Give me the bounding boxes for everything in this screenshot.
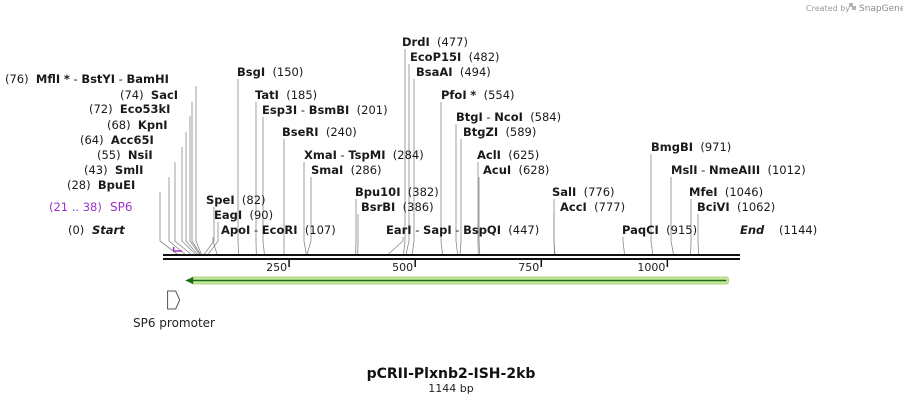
end-label: End (1144): [740, 223, 817, 237]
restriction-site-label: EarI - SapI - BspQI (447): [386, 223, 539, 237]
site-leader: [189, 116, 200, 255]
restriction-site-label: MfeI (1046): [689, 185, 763, 199]
restriction-site-label: Esp3I - BsmBI (201): [262, 103, 388, 117]
restriction-site-label: BsaAI (494): [416, 65, 491, 79]
restriction-site-label: SpeI (82): [206, 193, 266, 207]
site-leader: [455, 124, 458, 255]
site-leader: [174, 162, 191, 255]
restriction-site-label: BsrBI (386): [361, 200, 434, 214]
site-leader: [697, 214, 700, 255]
orf-arrowhead: [185, 277, 194, 284]
restriction-site-label: DrdI (477): [402, 35, 468, 49]
primer-arrow: [172, 247, 183, 252]
dna-strand-top: [163, 254, 740, 256]
restriction-site-label: EcoP15I (482): [410, 50, 500, 64]
ruler-tick-label: 750: [518, 261, 539, 274]
restriction-site-label: (28) BpuEI: [67, 178, 135, 192]
restriction-site-label: PfoI * (554): [441, 88, 515, 102]
site-leader: [168, 177, 185, 255]
site-leader: [670, 177, 674, 255]
site-leader: [622, 237, 625, 255]
restriction-site-label: AclI (625): [477, 148, 539, 162]
restriction-site-label: XmaI - TspMI (284): [304, 148, 424, 162]
site-leader: [191, 102, 201, 255]
restriction-site-label: AccI (777): [560, 200, 625, 214]
restriction-site-label: BciVI (1062): [697, 200, 775, 214]
site-leader: [262, 117, 265, 255]
primer-label: (21 .. 38) SP6: [49, 200, 133, 214]
restriction-site-label: BsgI (150): [237, 65, 303, 79]
promoter-label: SP6 promoter: [133, 316, 215, 330]
restriction-site-label: BtgI - NcoI (584): [456, 110, 561, 124]
end-position: (1144): [779, 223, 817, 237]
snapgene-logo-icon: [849, 3, 856, 10]
site-leader: [204, 207, 215, 255]
site-leader: [405, 64, 410, 255]
restriction-site-label: (76) MflI * - BstYI - BamHI: [5, 72, 169, 86]
site-leader: [478, 177, 481, 255]
restriction-site-label: AcuI (628): [483, 163, 549, 177]
site-leader: [306, 177, 312, 255]
site-leader: [212, 237, 218, 255]
restriction-site-label: SalI (776): [552, 185, 615, 199]
snapgene-brand: SnapGene: [859, 4, 903, 14]
restriction-site-label: PaqCI (915): [622, 223, 697, 237]
promoter-feature: [167, 290, 181, 310]
restriction-site-label: Bpu10I (382): [355, 185, 439, 199]
site-leader: [411, 79, 415, 255]
restriction-site-label: (68) KpnI: [107, 118, 168, 132]
dna-strand-bottom: [163, 258, 740, 260]
restriction-site-label: (74) SacI: [120, 88, 178, 102]
primer-mark: [172, 247, 183, 252]
site-leader: [459, 139, 462, 255]
site-leader: [181, 147, 196, 255]
restriction-site-label: BseRI (240): [282, 125, 357, 139]
restriction-site-label: (64) Acc65I: [80, 133, 154, 147]
site-leader: [303, 162, 307, 255]
site-labels: (76) MflI * - BstYI - BamHI (74) SacI(72)…: [5, 35, 806, 237]
site-leader: [185, 132, 198, 255]
primer-range: (21 .. 38): [49, 200, 102, 214]
ruler-tick-label: 500: [392, 261, 413, 274]
map-length: 1144 bp: [428, 382, 473, 395]
ruler-tick-label: 250: [266, 261, 287, 274]
ruler: 250 500 750 1000: [266, 260, 669, 274]
site-leader: [553, 214, 556, 255]
site-leader: [388, 237, 404, 255]
restriction-site-label: MslI - NmeAIII (1012): [671, 163, 806, 177]
site-leader-lines: [159, 49, 700, 255]
restriction-site-label: (43) SmlI: [84, 163, 143, 177]
site-leader: [159, 192, 178, 255]
site-leader: [440, 102, 443, 255]
orf-arrow: [185, 276, 729, 285]
site-leader: [208, 222, 219, 255]
map-title: pCRII-Plxnb2-ISH-2kb: [367, 366, 536, 382]
end-text: End: [740, 223, 765, 237]
restriction-site-label: SmaI (286): [311, 163, 382, 177]
dna-backbone: [163, 254, 740, 260]
restriction-site-label: (72) Eco53kI: [89, 102, 170, 116]
restriction-site-label: TatI (185): [255, 88, 317, 102]
site-leader: [237, 79, 240, 255]
site-leader: [195, 86, 202, 255]
restriction-site-label: EagI (90): [214, 208, 273, 222]
site-leader: [403, 49, 406, 255]
site-leader: [650, 154, 654, 255]
start-text: Start: [92, 223, 125, 237]
restriction-site-label: (55) NsiI: [97, 148, 153, 162]
start-position: (0): [68, 223, 84, 237]
promoter-shape: [167, 290, 181, 310]
restriction-site-label: ApoI - EcoRI (107): [221, 223, 336, 237]
ruler-tick-label: 1000: [637, 261, 665, 274]
restriction-site-label: BtgZI (589): [463, 125, 536, 139]
restriction-site-label: BmgBI (971): [651, 140, 731, 154]
primer-name: SP6: [110, 200, 133, 214]
start-label: (0) Start: [68, 223, 125, 237]
created-by-label: Created by: [806, 4, 850, 13]
